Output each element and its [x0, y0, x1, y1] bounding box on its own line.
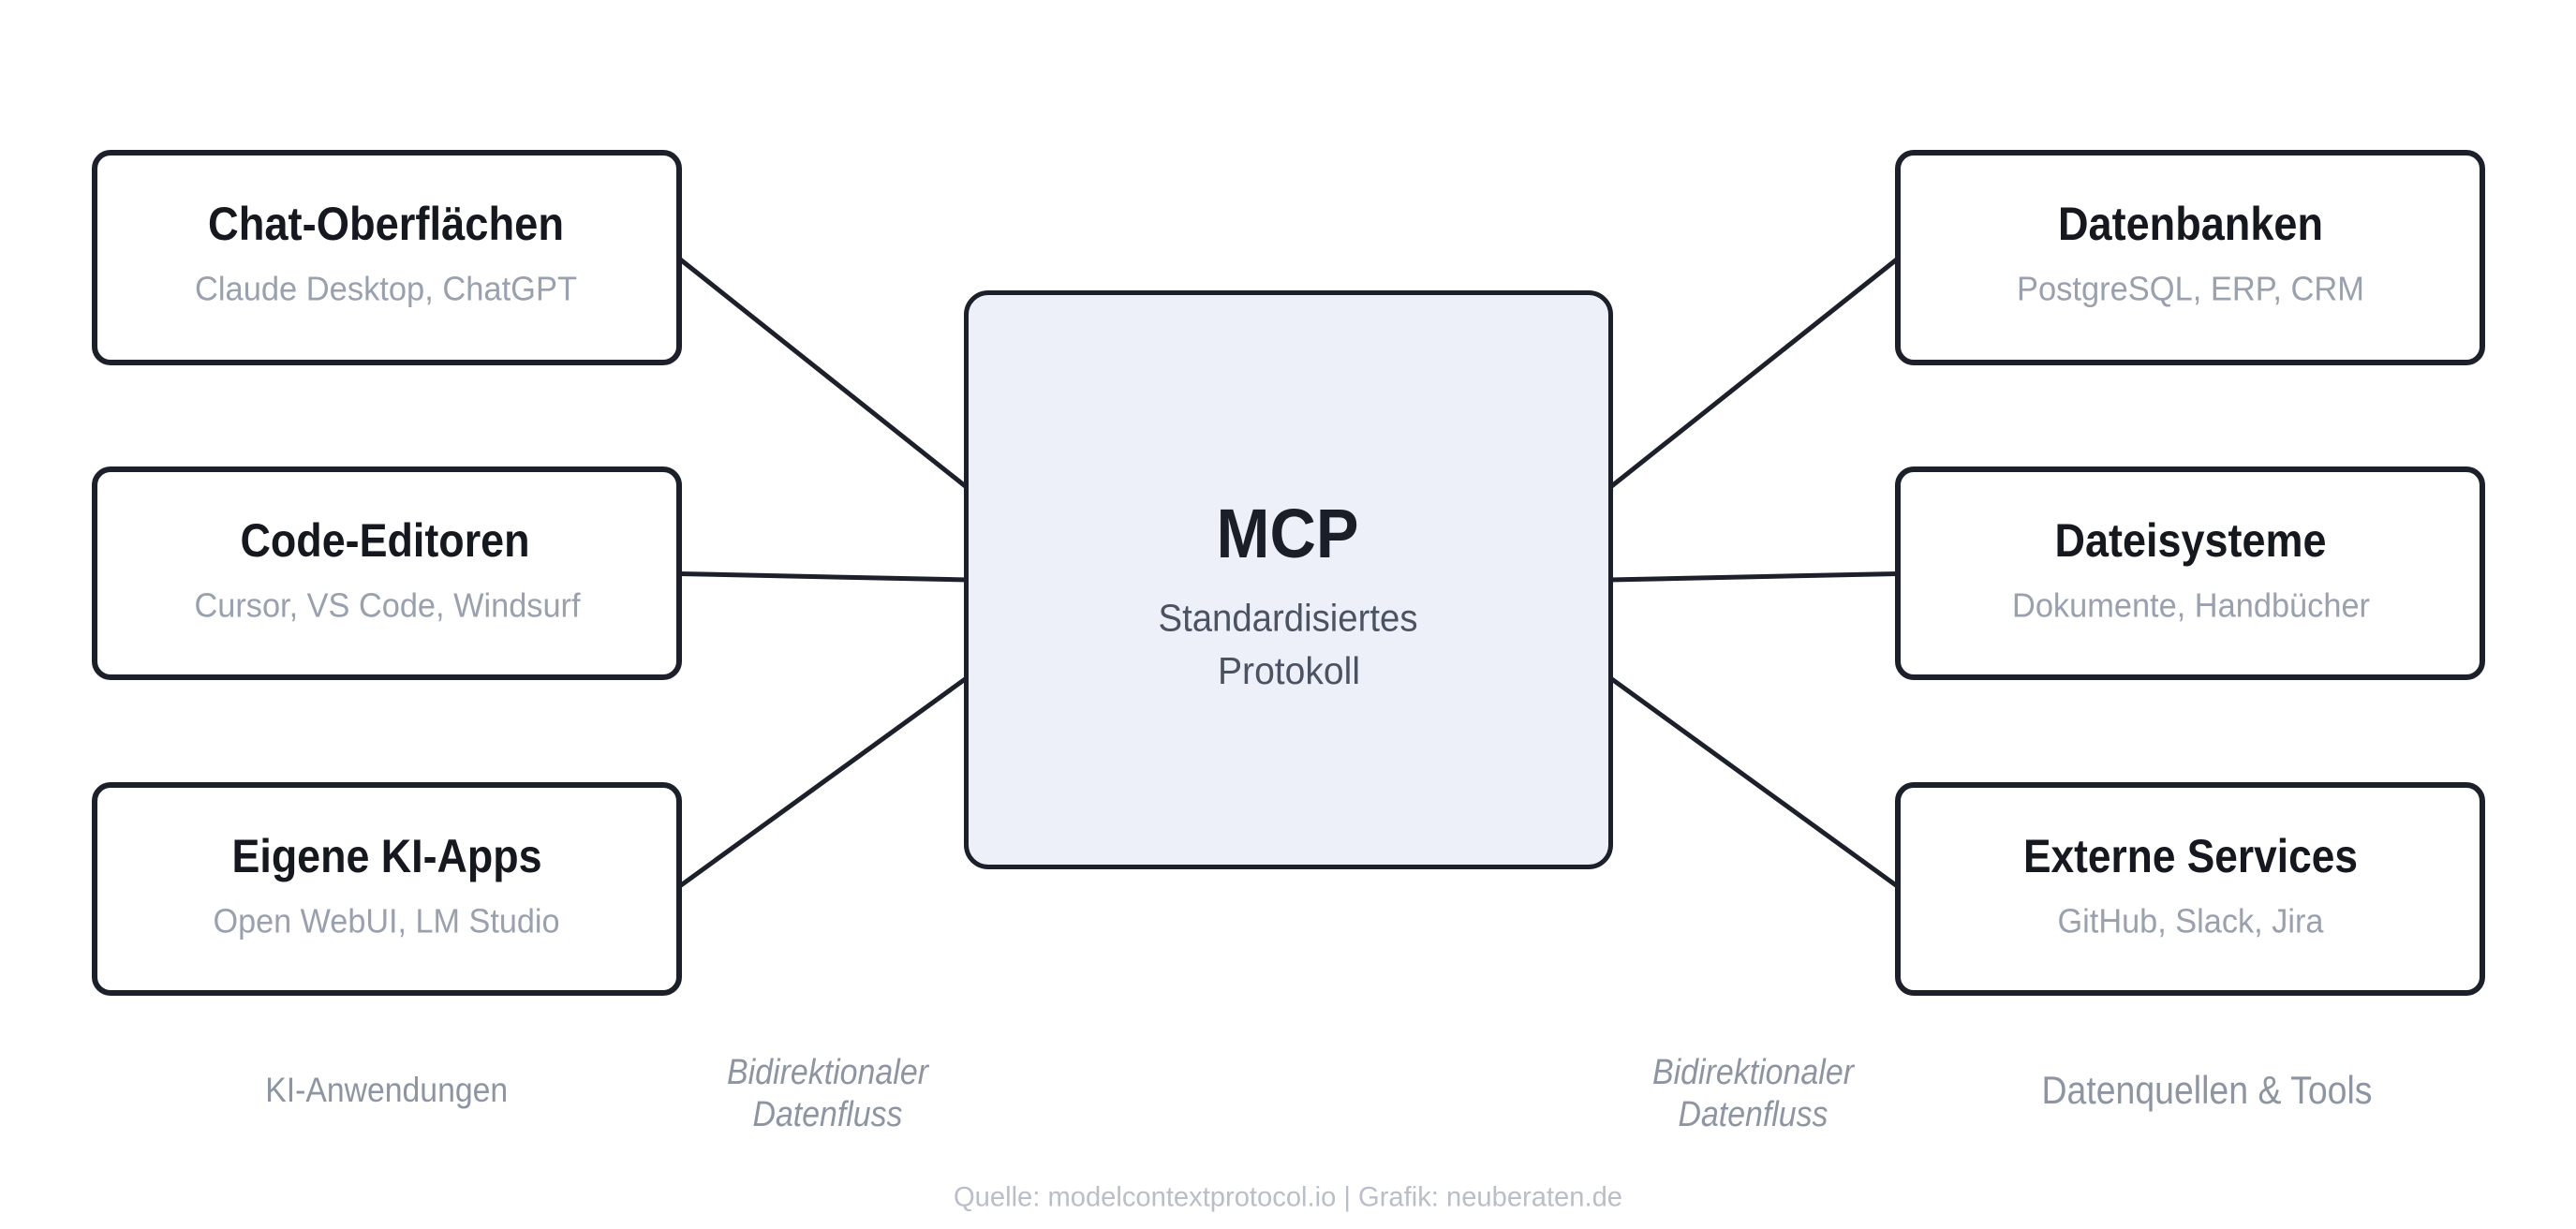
svg-text:KI-Anwendungen: KI-Anwendungen [265, 1071, 508, 1109]
svg-text:GitHub, Slack, Jira: GitHub, Slack, Jira [2058, 901, 2325, 940]
svg-text:Datenfluss: Datenfluss [1679, 1095, 1828, 1134]
svg-text:Code-Editoren: Code-Editoren [241, 514, 530, 567]
svg-text:PostgreSQL, ERP, CRM: PostgreSQL, ERP, CRM [2017, 269, 2364, 307]
svg-text:Externe Services: Externe Services [2023, 830, 2358, 882]
svg-text:Quelle: modelcontextprotocol.i: Quelle: modelcontextprotocol.io | Grafik… [954, 1182, 1622, 1213]
svg-text:MCP: MCP [1217, 495, 1359, 572]
svg-text:Cursor, VS Code, Windsurf: Cursor, VS Code, Windsurf [195, 585, 582, 624]
svg-text:Datenfluss: Datenfluss [753, 1095, 903, 1134]
svg-text:Eigene KI-Apps: Eigene KI-Apps [232, 830, 542, 882]
svg-text:Open WebUI, LM Studio: Open WebUI, LM Studio [214, 901, 560, 940]
svg-text:Standardisiertes: Standardisiertes [1159, 596, 1418, 639]
svg-text:Claude Desktop, ChatGPT: Claude Desktop, ChatGPT [195, 269, 577, 307]
svg-text:Datenbanken: Datenbanken [2058, 198, 2323, 250]
svg-text:Protokoll: Protokoll [1218, 649, 1360, 692]
svg-text:Dateisysteme: Dateisysteme [2055, 514, 2327, 567]
svg-text:Chat-Oberflächen: Chat-Oberflächen [208, 198, 564, 250]
svg-text:Bidirektionaler: Bidirektionaler [727, 1053, 929, 1092]
svg-text:Dokumente, Handbücher: Dokumente, Handbücher [2012, 585, 2370, 624]
svg-text:Datenquellen & Tools: Datenquellen & Tools [2042, 1068, 2373, 1112]
svg-text:Bidirektionaler: Bidirektionaler [1652, 1053, 1855, 1092]
